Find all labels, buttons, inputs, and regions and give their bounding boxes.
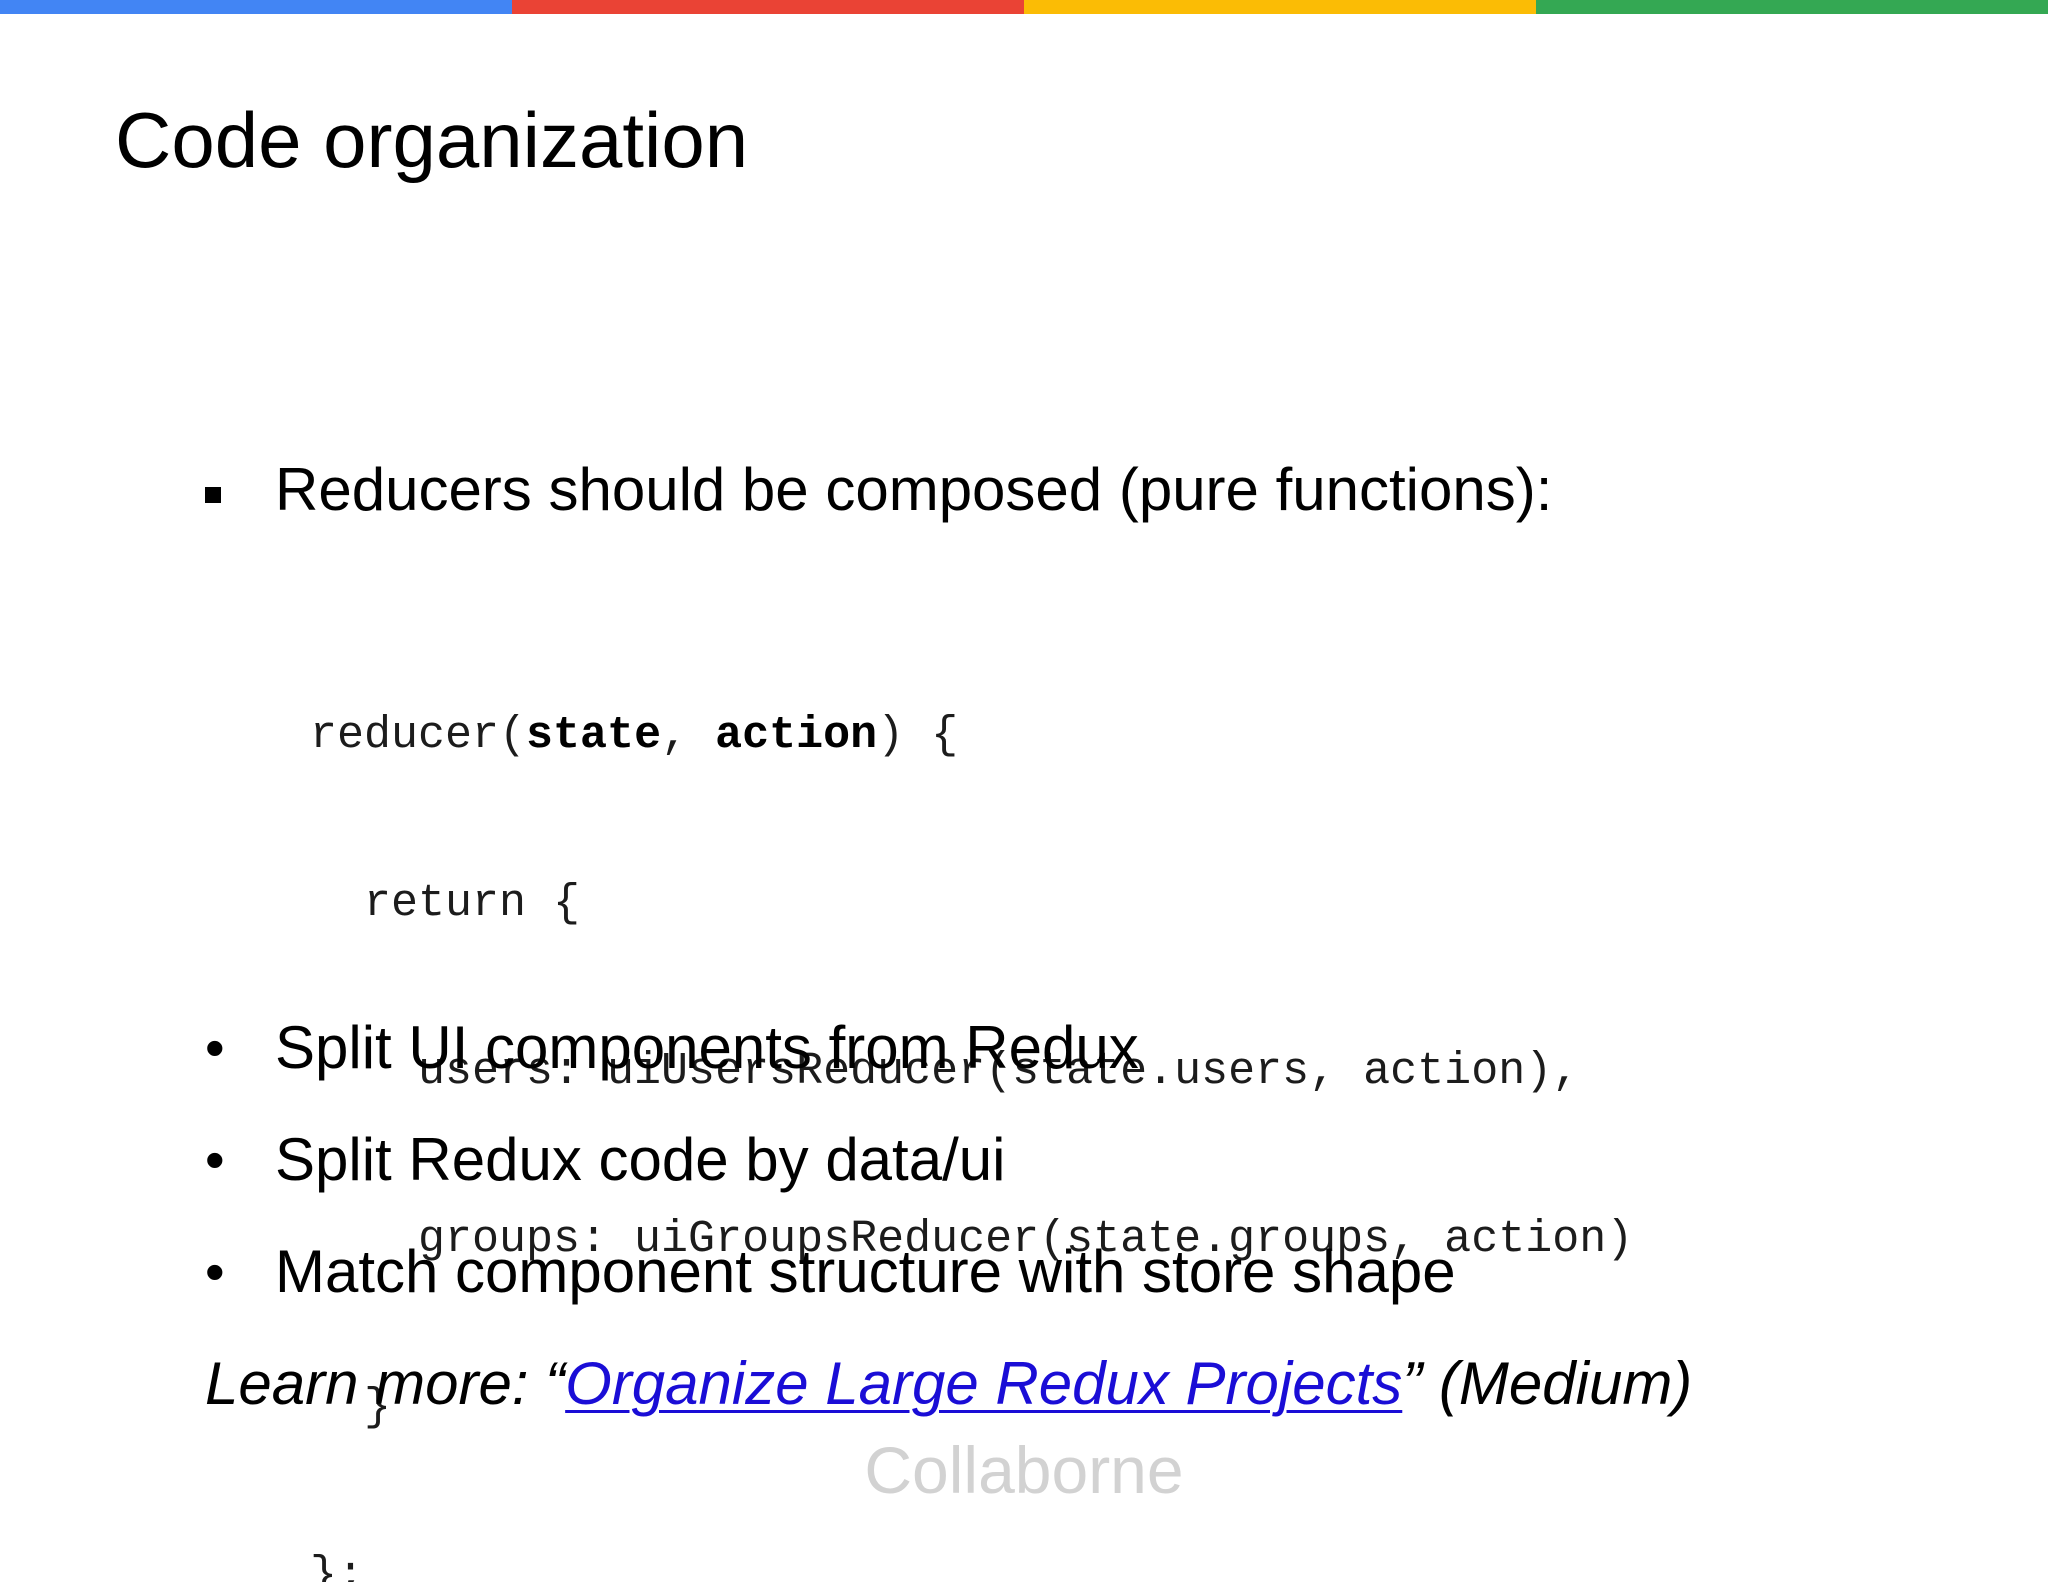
code-line-3: users: uiUsersReducer(state.users, actio…: [310, 1046, 1580, 1097]
code-line-2: return {: [310, 878, 581, 929]
bullet-split-redux-text: Split Redux code by data/ui: [275, 1126, 1006, 1193]
top-color-bar: [0, 0, 2048, 14]
bullet-match-structure-text: Match component structure with store sha…: [275, 1238, 1456, 1305]
learn-more-suffix: ” (Medium): [1402, 1350, 1693, 1417]
top-bar-blue-segment: [0, 0, 512, 14]
collaborne-watermark: Collaborne: [864, 1433, 1184, 1507]
learn-more-prefix: Learn more: “: [205, 1350, 566, 1417]
code-line-4: groups: uiGroupsReducer(state.groups, ac…: [310, 1214, 1634, 1265]
bullet-split-ui-text: Split UI components from Redux: [275, 1014, 1139, 1081]
top-bar-yellow-segment: [1024, 0, 1536, 14]
code-snippet: reducer(state, action) { return { users:…: [310, 596, 1633, 1582]
code-line-5: }: [310, 1382, 392, 1433]
learn-more-line: Learn more: “Organize Large Redux Projec…: [205, 1348, 1692, 1420]
bullet-reducers-text: Reducers should be composed (pure functi…: [275, 456, 1553, 523]
top-bar-green-segment: [1536, 0, 2048, 14]
organize-redux-projects-link[interactable]: Organize Large Redux Projects: [565, 1350, 1403, 1417]
square-bullet-icon: [205, 487, 221, 503]
code-line-1: reducer(state, action) {: [310, 710, 959, 761]
bullet-dot-icon: •: [205, 1128, 225, 1191]
top-bar-red-segment: [512, 0, 1024, 14]
slide-title: Code organization: [115, 96, 749, 184]
code-line-6: };: [310, 1550, 365, 1582]
bullet-dot-icon: •: [205, 1016, 225, 1079]
bullet-dot-icon: •: [205, 1240, 225, 1303]
